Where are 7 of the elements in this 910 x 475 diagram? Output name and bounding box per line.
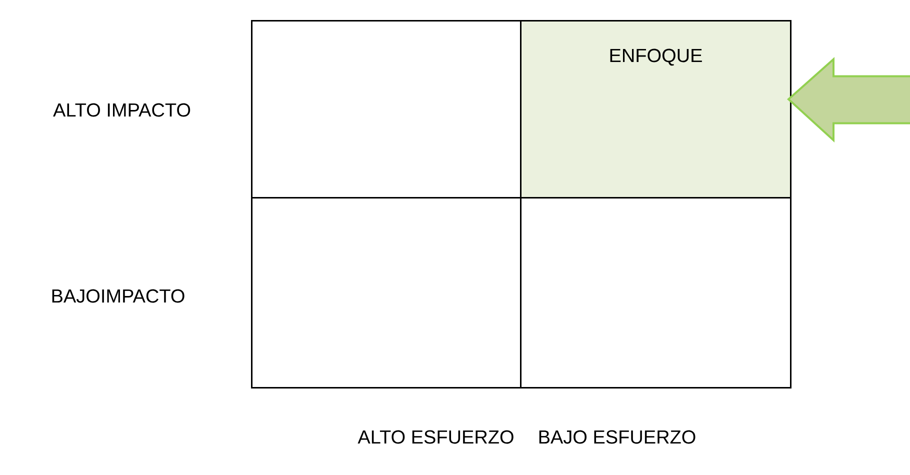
quadrant-cell: [520, 197, 792, 388]
axis-label: ALTO ESFUERZO: [358, 430, 514, 444]
axis-label: BAJO ESFUERZO: [539, 430, 696, 444]
axis-label: BAJOIMPACTO: [52, 289, 184, 303]
axis-label: ALTO IMPACTO: [53, 103, 190, 117]
quadrant-cell: ENFOQUE: [520, 20, 792, 198]
quadrant-cell: [251, 197, 522, 388]
